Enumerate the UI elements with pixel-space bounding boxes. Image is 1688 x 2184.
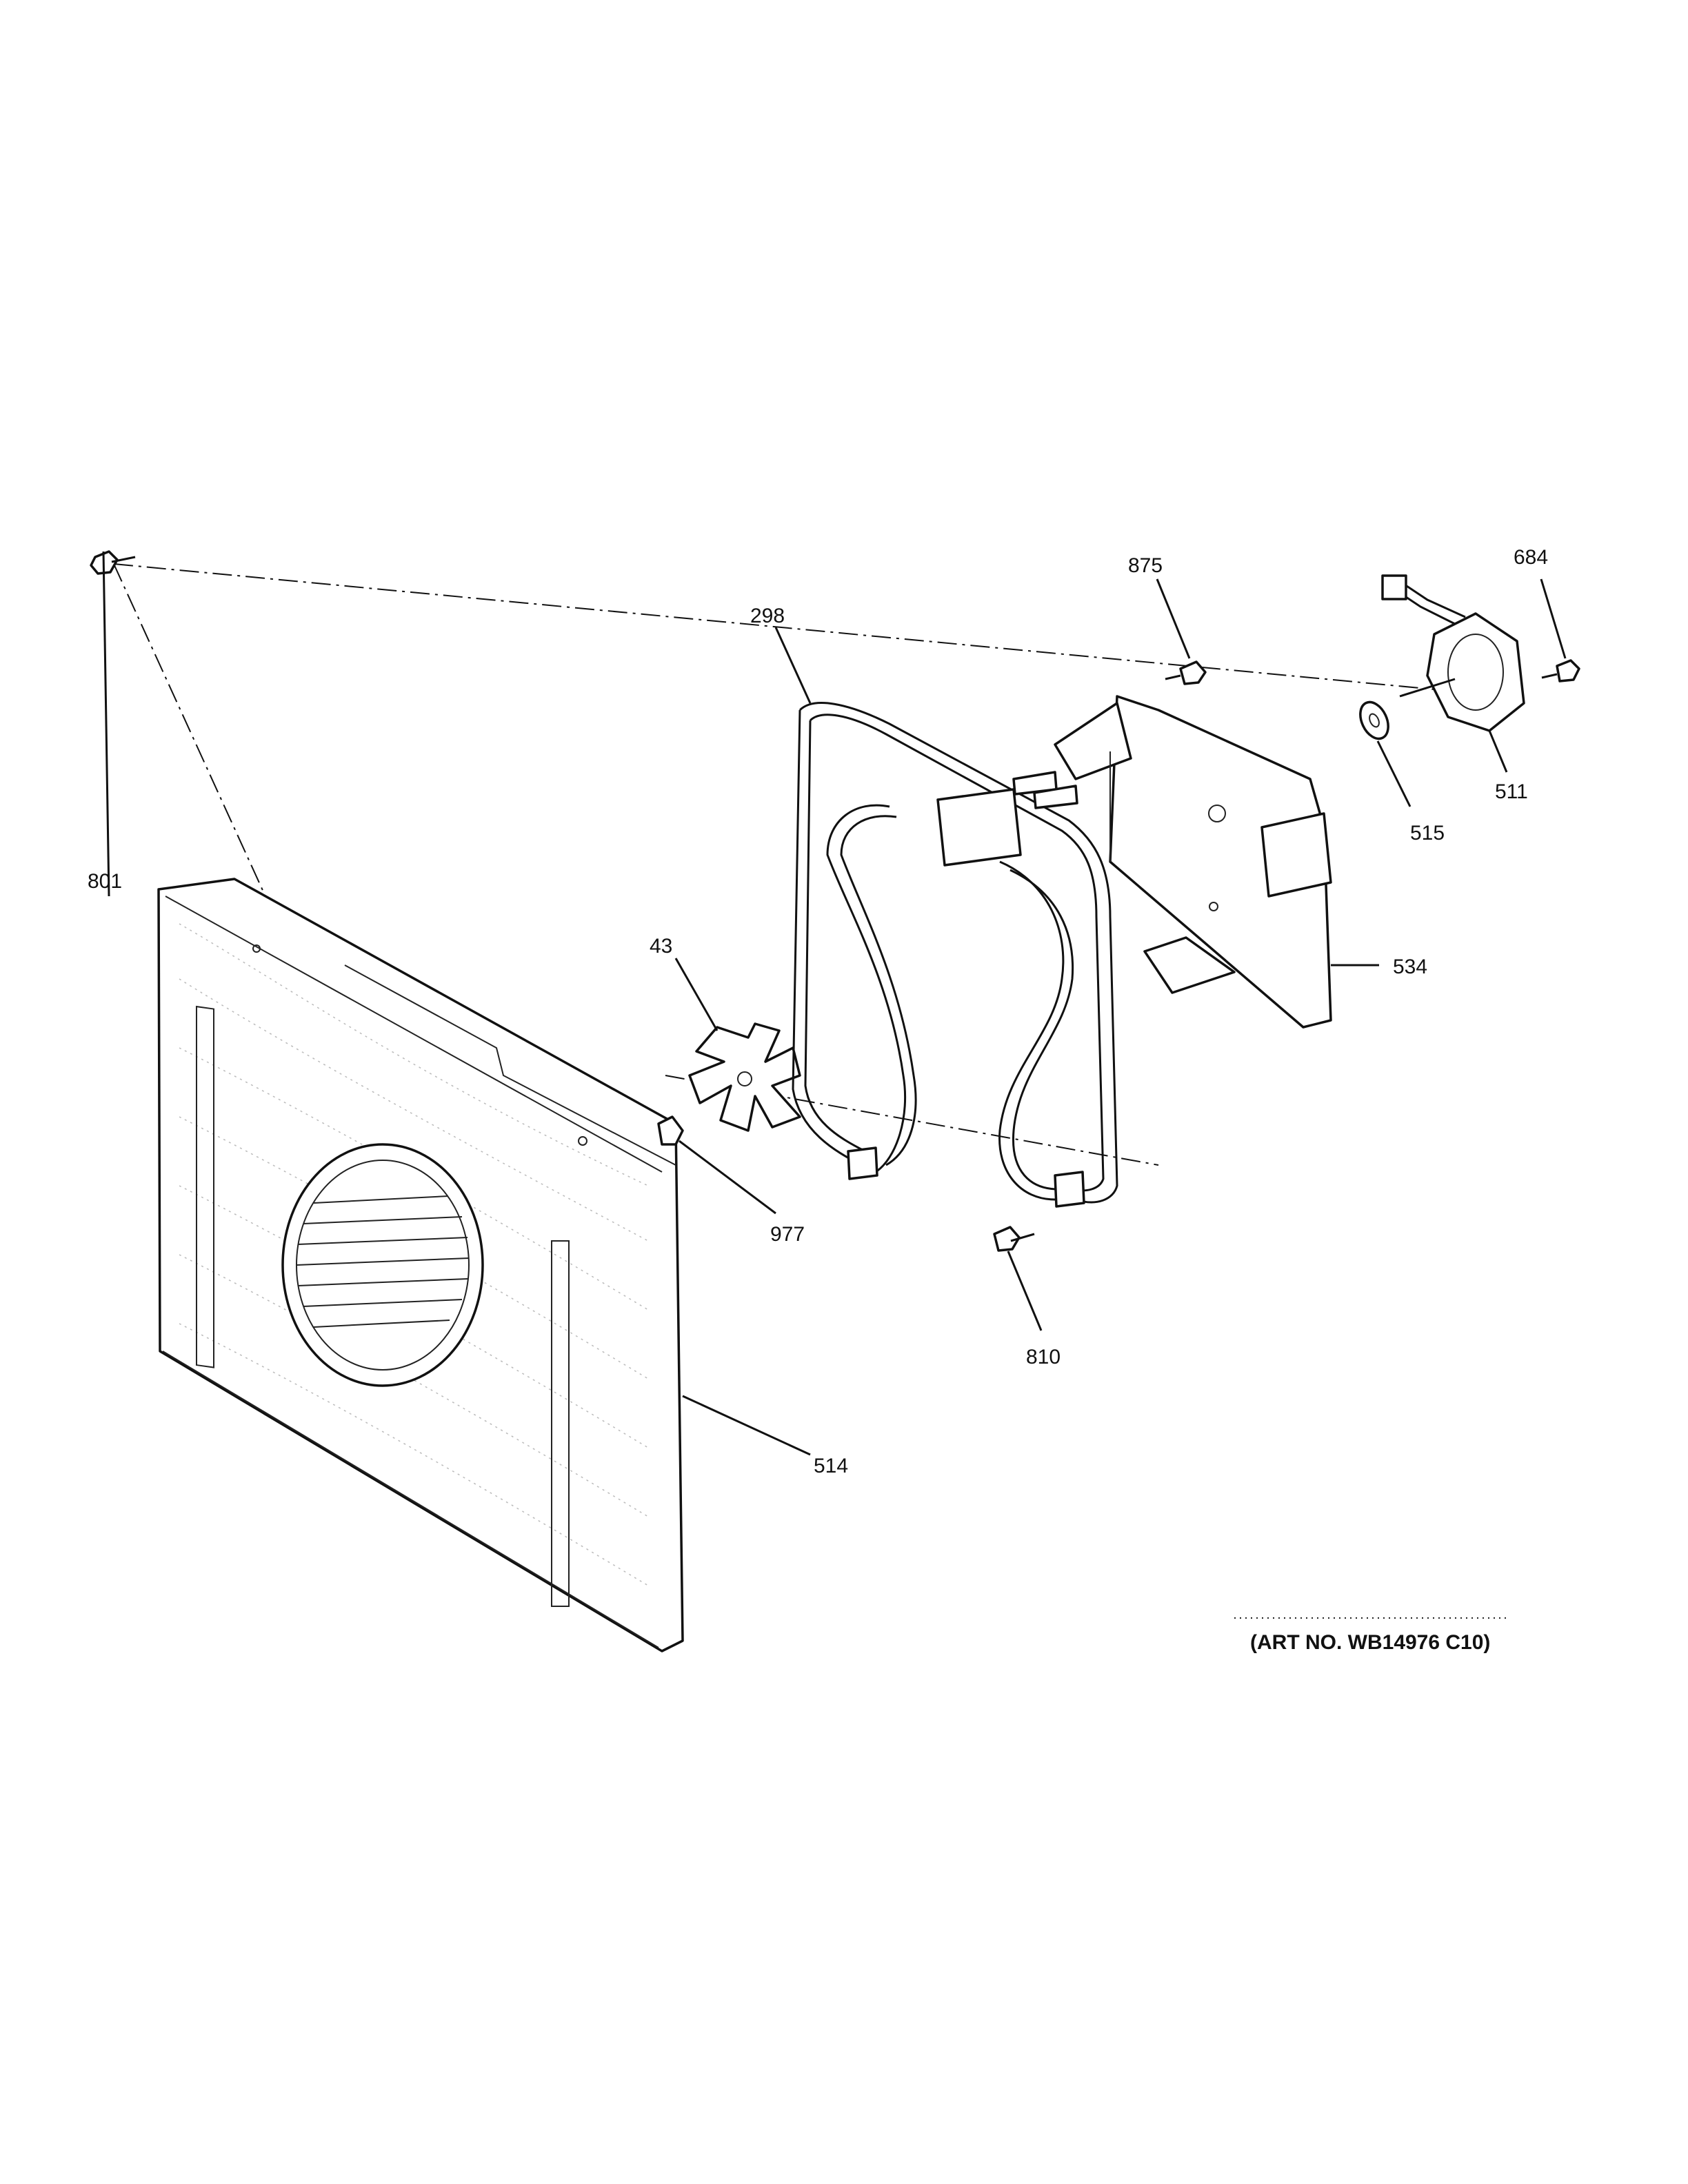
rear-panel-514 xyxy=(157,878,684,1652)
callout-801: 801 xyxy=(88,870,122,893)
nut-977 xyxy=(657,1115,684,1146)
callout-810: 810 xyxy=(1026,1346,1061,1368)
screw-875 xyxy=(1165,660,1207,685)
art-number: (ART NO. WB14976 C10) xyxy=(1250,1631,1490,1654)
callout-514: 514 xyxy=(814,1455,848,1477)
heating-element-298 xyxy=(792,702,1118,1208)
fan-motor-511 xyxy=(1381,574,1525,732)
washer-515 xyxy=(1359,700,1389,740)
fan-blade-43 xyxy=(688,1022,801,1132)
callout-684: 684 xyxy=(1514,546,1548,569)
screw-684 xyxy=(1541,659,1580,682)
leader-lines xyxy=(102,551,1567,1456)
callout-875: 875 xyxy=(1128,554,1163,577)
callout-511: 511 xyxy=(1495,780,1528,803)
motor-bracket-534 xyxy=(1054,695,1332,1029)
callout-534: 534 xyxy=(1393,956,1427,978)
callout-977: 977 xyxy=(770,1223,805,1246)
screw-801 xyxy=(90,550,136,575)
screw-810 xyxy=(993,1226,1035,1252)
callout-515: 515 xyxy=(1410,822,1445,845)
callout-298: 298 xyxy=(750,605,785,627)
callout-labels: 801 43 298 875 684 511 515 534 977 810 5… xyxy=(88,546,1548,1477)
callout-43: 43 xyxy=(650,935,672,958)
